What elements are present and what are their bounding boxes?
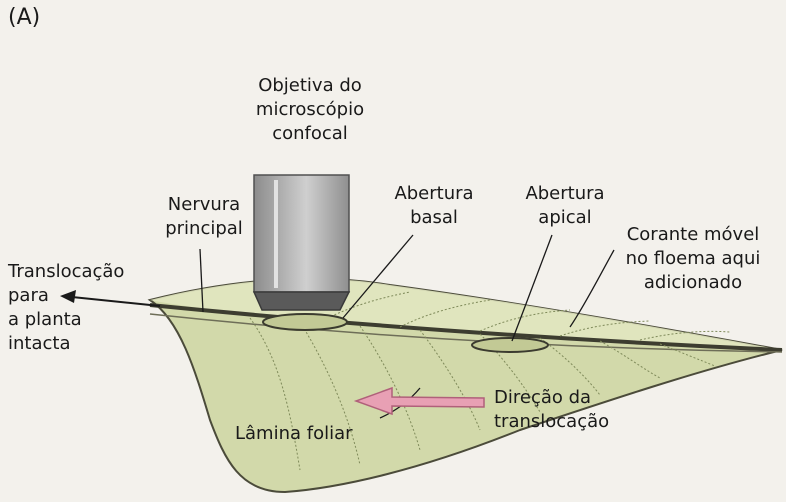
apical-opening-label: Abertura apical: [510, 182, 620, 230]
basal-opening: [263, 314, 347, 330]
translocation-label-line4: intacta: [8, 332, 124, 356]
apical-opening-label-line2: apical: [510, 206, 620, 230]
objective-body: [254, 175, 349, 292]
objective-label-line3: confocal: [230, 122, 390, 146]
midrib-label: Nervura principal: [144, 193, 264, 241]
dye-label-line2: no floema aqui: [608, 247, 778, 271]
direction-label-line1: Direção da: [494, 386, 609, 410]
objective-label-line1: Objetiva do: [230, 74, 390, 98]
objective-tip: [254, 292, 349, 310]
midrib-label-line1: Nervura: [144, 193, 264, 217]
translocation-label: Translocação para a planta intacta: [8, 260, 124, 356]
basal-opening-label-line1: Abertura: [384, 182, 484, 206]
apical-opening: [472, 338, 548, 352]
translocation-label-line1: Translocação: [8, 260, 124, 284]
translocation-label-line2: para: [8, 284, 124, 308]
direction-label-line2: translocação: [494, 410, 609, 434]
direction-label: Direção da translocação: [494, 386, 609, 434]
translocation-label-line3: a planta: [8, 308, 124, 332]
midrib-label-line2: principal: [144, 217, 264, 241]
blade-label: Lâmina foliar: [235, 422, 353, 446]
panel-label: (A): [8, 6, 40, 30]
dye-label: Corante móvel no floema aqui adicionado: [608, 223, 778, 295]
objective-label: Objetiva do microscópio confocal: [230, 74, 390, 146]
objective-label-line2: microscópio: [230, 98, 390, 122]
dye-label-line3: adicionado: [608, 271, 778, 295]
dye-label-line1: Corante móvel: [608, 223, 778, 247]
basal-opening-label: Abertura basal: [384, 182, 484, 230]
basal-opening-label-line2: basal: [384, 206, 484, 230]
apical-opening-label-line1: Abertura: [510, 182, 620, 206]
